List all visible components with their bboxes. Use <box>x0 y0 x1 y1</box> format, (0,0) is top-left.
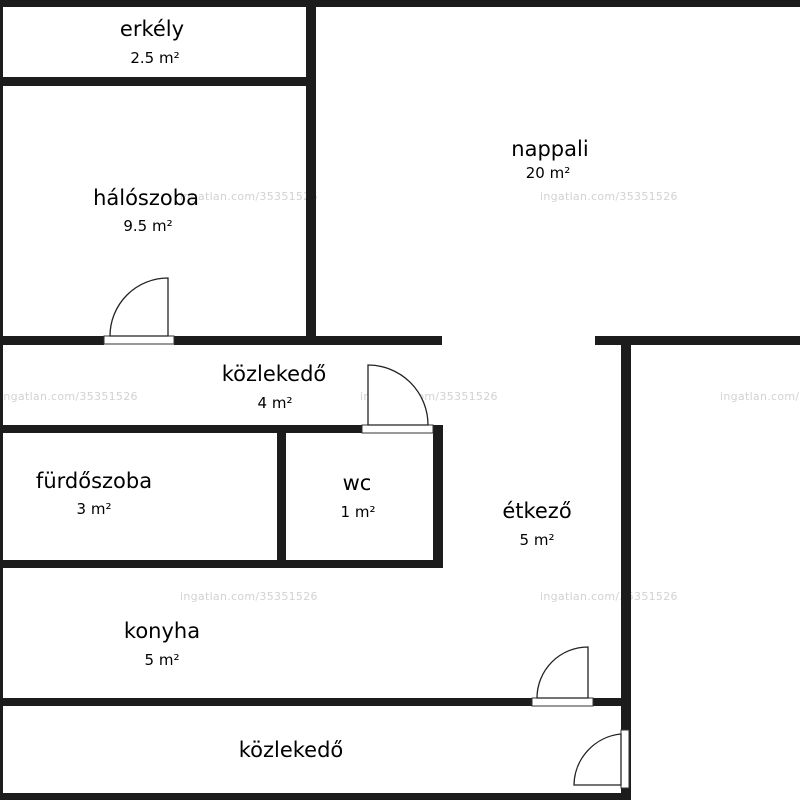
room-name: erkély <box>120 17 184 41</box>
room-name: nappali <box>511 137 588 161</box>
wall-bath-bottom <box>0 560 443 568</box>
room-furdoszoba: fürdőszoba 3 m² <box>36 469 152 518</box>
watermark: ingatlan.com/35351526 <box>180 190 318 203</box>
watermark: ingatlan.com/35351526 <box>540 590 678 603</box>
room-kozlekedo-upper: közlekedő 4 m² <box>222 362 327 412</box>
room-area: 4 m² <box>258 394 293 412</box>
watermark: ingatlan.com/35351526 <box>0 390 138 403</box>
door-sill <box>620 729 630 789</box>
room-erkely: erkély 2.5 m² <box>120 17 184 67</box>
room-area: 20 m² <box>526 164 570 182</box>
door-swing <box>109 277 169 337</box>
wall-right-vertical <box>621 340 631 800</box>
room-area: 2.5 m² <box>130 49 179 67</box>
room-area: 3 m² <box>77 500 112 518</box>
wall-wc-right <box>433 425 443 568</box>
door-sill <box>103 335 175 345</box>
room-name: közlekedő <box>239 738 344 762</box>
wall-bedroom-bottom-left <box>0 336 104 345</box>
watermark: ingatlan.com/35351526 <box>720 390 800 403</box>
room-wc: wc 1 m² <box>341 471 376 521</box>
room-etkezo: étkező 5 m² <box>502 499 571 549</box>
door-sill <box>361 424 434 434</box>
door-swing <box>367 364 429 426</box>
wall-kitchen-bottom-left <box>0 698 532 706</box>
room-name: hálószoba <box>93 186 199 210</box>
watermark: ingatlan.com/35351526 <box>180 590 318 603</box>
wall-bedroom-living <box>306 0 316 345</box>
doors <box>103 277 630 789</box>
watermark: ingatlan.com/35351526 <box>540 190 678 203</box>
room-konyha: konyha 5 m² <box>124 619 200 669</box>
wall-top <box>0 0 800 7</box>
door-entrance[interactable] <box>573 729 630 789</box>
wall-left <box>0 0 3 800</box>
door-bedroom[interactable] <box>103 277 175 345</box>
room-area: 5 m² <box>520 531 555 549</box>
room-name: fürdőszoba <box>36 469 152 493</box>
room-name: étkező <box>502 499 571 523</box>
wall-balcony-bottom <box>0 77 308 86</box>
room-haloszoba: hálószoba 9.5 m² <box>93 186 199 235</box>
room-kozlekedo-lower: közlekedő <box>239 738 344 762</box>
door-kitchen[interactable] <box>531 646 594 707</box>
room-area: 1 m² <box>341 503 376 521</box>
room-area: 9.5 m² <box>123 217 172 235</box>
room-name: wc <box>343 471 372 495</box>
door-swing <box>573 733 622 786</box>
wall-bedroom-bottom-right <box>174 336 442 345</box>
door-sill <box>531 697 594 707</box>
door-swing <box>536 646 589 699</box>
wall-kitchen-bottom-right <box>593 698 625 706</box>
room-nappali: nappali 20 m² <box>511 137 588 182</box>
room-name: közlekedő <box>222 362 327 386</box>
room-area: 5 m² <box>145 651 180 669</box>
door-corridor[interactable] <box>361 364 434 434</box>
wall-corridor-bottom <box>0 425 362 433</box>
wall-right-top <box>595 336 800 345</box>
wall-bottom <box>0 793 630 800</box>
room-name: konyha <box>124 619 200 643</box>
room-labels: erkély 2.5 m² hálószoba 9.5 m² nappali 2… <box>36 17 589 762</box>
wall-bath-wc <box>277 430 286 565</box>
